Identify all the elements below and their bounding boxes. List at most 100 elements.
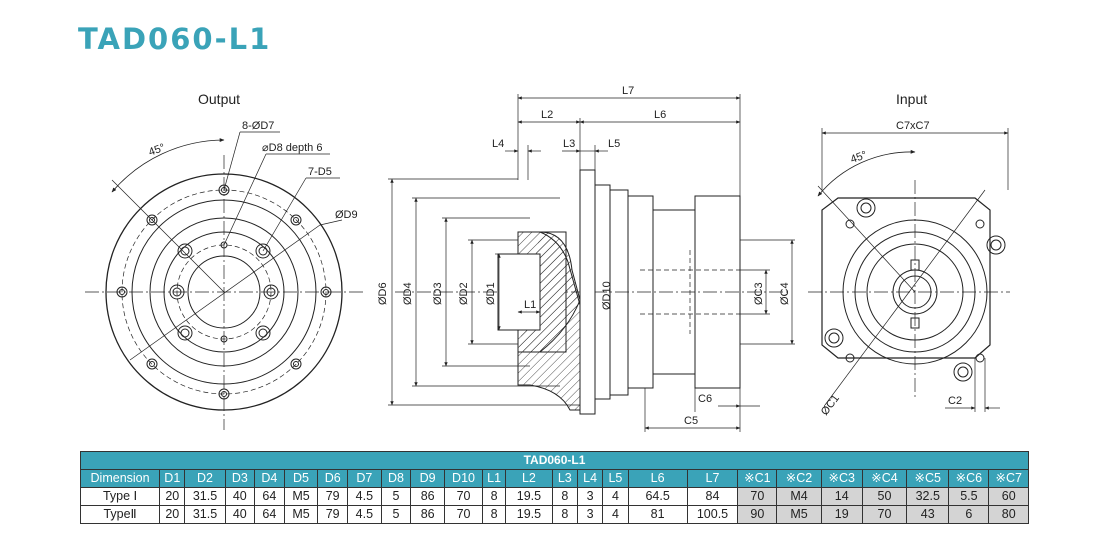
table-cell: M5 <box>283 505 319 524</box>
table-cell: 19.5 <box>505 487 553 506</box>
table-cell: 6 <box>948 505 990 524</box>
dim-d3: ØD3 <box>432 282 444 305</box>
dim-l4: L4 <box>492 138 504 150</box>
table-cell: 79 <box>317 505 348 524</box>
spec-header-cell: ※C3 <box>820 469 863 488</box>
table-cell: 5 <box>380 505 412 524</box>
thread-d5-label: 7-D5 <box>308 166 332 178</box>
table-cell: 64 <box>254 505 285 524</box>
dim-c7: C7xC7 <box>896 120 930 132</box>
spec-table-title: TAD060-L1 <box>80 451 1029 470</box>
dim-l7: L7 <box>622 85 634 97</box>
table-cell: 20 <box>159 487 186 506</box>
table-cell: 4 <box>602 505 629 524</box>
spec-header-cell: L4 <box>576 469 604 488</box>
output-view-label: Output <box>198 91 240 107</box>
table-cell: 31.5 <box>184 505 226 524</box>
row-type-label: TypeⅡ <box>79 505 161 524</box>
spec-header-cell: D10 <box>444 469 484 488</box>
table-cell: 3 <box>576 505 604 524</box>
table-cell: 4 <box>602 487 629 506</box>
table-cell: 70 <box>444 487 484 506</box>
dim-l3: L3 <box>563 138 575 150</box>
spec-header-cell: ※C6 <box>948 469 990 488</box>
spec-header-cell: L3 <box>551 469 578 488</box>
table-cell: 20 <box>159 505 186 524</box>
table-cell: 43 <box>906 505 950 524</box>
spec-header-cell: L1 <box>482 469 507 488</box>
row-type-label: Type Ⅰ <box>79 487 161 506</box>
thread-d8-label: ⌀D8 depth 6 <box>262 142 322 154</box>
dim-l5: L5 <box>608 138 620 150</box>
table-cell: 31.5 <box>184 487 226 506</box>
dim-d6: ØD6 <box>377 282 389 305</box>
page-title: TAD060-L1 <box>78 22 272 56</box>
dim-l1: L1 <box>524 299 536 311</box>
table-cell: 81 <box>627 505 688 524</box>
spec-header-cell: D9 <box>410 469 446 488</box>
spec-header-cell: D5 <box>283 469 319 488</box>
table-cell: 32.5 <box>906 487 950 506</box>
spec-header-cell: ※C4 <box>861 469 908 488</box>
spec-header-cell: D1 <box>159 469 186 488</box>
dim-l6: L6 <box>654 109 666 121</box>
table-cell: 86 <box>410 505 446 524</box>
spec-header-cell: ※C1 <box>737 469 778 488</box>
table-cell: 79 <box>317 487 348 506</box>
side-view: L7 L2 L6 L4 L3 L5 <box>377 85 795 432</box>
dim-d2: ØD2 <box>458 282 470 305</box>
spec-header-cell: D7 <box>346 469 382 488</box>
spec-header-cell: L6 <box>627 469 688 488</box>
spec-header-cell: D8 <box>380 469 412 488</box>
table-cell: M5 <box>283 487 319 506</box>
holes-d7-label: 8-ØD7 <box>242 120 274 132</box>
table-cell: 14 <box>820 487 863 506</box>
technical-drawing: Output <box>85 85 1010 432</box>
dim-c4: ØC4 <box>779 282 791 305</box>
input-view-label: Input <box>896 91 927 107</box>
table-cell: 8 <box>482 487 507 506</box>
output-angle-label: 45° <box>147 142 167 159</box>
spec-header-cell: D4 <box>254 469 285 488</box>
dim-d4: ØD4 <box>402 282 414 305</box>
diameter-d9-label: ØD9 <box>335 209 358 221</box>
table-cell: 90 <box>737 505 778 524</box>
table-cell: 4.5 <box>346 505 382 524</box>
table-cell: 84 <box>686 487 739 506</box>
table-cell: M4 <box>776 487 822 506</box>
dim-c1: ØC1 <box>819 393 842 418</box>
table-cell: 4.5 <box>346 487 382 506</box>
dim-l2: L2 <box>541 109 553 121</box>
spec-header-cell: ※C2 <box>776 469 822 488</box>
table-cell: 60 <box>988 487 1029 506</box>
table-cell: 8 <box>551 505 578 524</box>
input-angle-label: 45° <box>849 149 869 166</box>
table-cell: 5 <box>380 487 412 506</box>
table-cell: 70 <box>861 505 908 524</box>
input-view: Input C7xC7 45° ØC1 C2 <box>808 91 1010 418</box>
dim-d10: ØD10 <box>601 281 613 310</box>
table-cell: 80 <box>988 505 1029 524</box>
spec-header-cell: L7 <box>686 469 739 488</box>
table-cell: 50 <box>861 487 908 506</box>
table-cell: 19.5 <box>505 505 553 524</box>
table-cell: 3 <box>576 487 604 506</box>
dim-c2: C2 <box>948 395 962 407</box>
spec-header-cell: ※C5 <box>906 469 950 488</box>
spec-header-cell: D2 <box>184 469 226 488</box>
spec-header-cell: D3 <box>224 469 256 488</box>
table-cell: 64 <box>254 487 285 506</box>
table-cell: 8 <box>551 487 578 506</box>
dim-d1: ØD1 <box>485 282 497 305</box>
spec-header-cell: D6 <box>317 469 348 488</box>
table-cell: 70 <box>444 505 484 524</box>
spec-header-cell: L5 <box>602 469 629 488</box>
table-cell: 8 <box>482 505 507 524</box>
table-cell: 86 <box>410 487 446 506</box>
table-cell: 19 <box>820 505 863 524</box>
output-view: Output <box>85 91 365 430</box>
